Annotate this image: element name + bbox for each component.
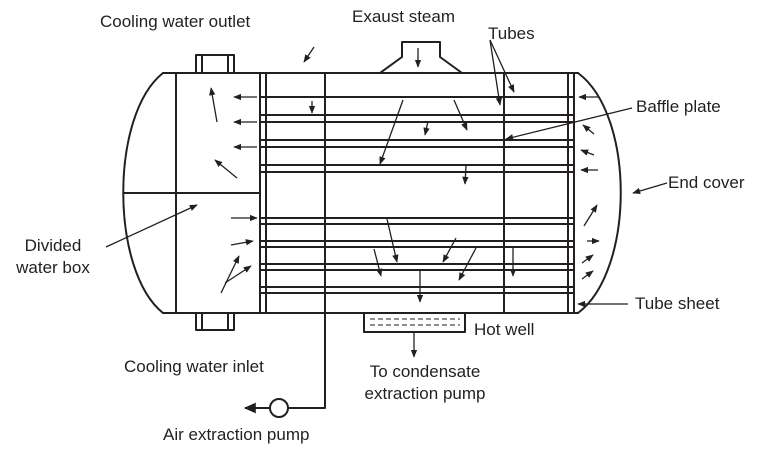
label-tubes: Tubes (488, 24, 535, 43)
right-end-cover (577, 72, 622, 314)
air-extraction-line (288, 312, 326, 409)
label-baffle-plate: Baffle plate (636, 97, 721, 116)
label-divided-water-box-line2: water box (16, 258, 90, 277)
cooling-water-outlet-nozzle (195, 54, 235, 74)
flow-arrows (105, 39, 668, 358)
upper-tubes (259, 96, 575, 173)
label-end-cover: End cover (668, 173, 745, 192)
cooling-water-inlet-nozzle (195, 312, 235, 331)
label-tube-sheet: Tube sheet (635, 294, 720, 313)
label-to-condensate-line1: To condensate (369, 362, 481, 381)
label-exhaust-steam: Exaust steam (352, 7, 455, 26)
label-hot-well: Hot well (474, 320, 535, 339)
hot-well (363, 312, 466, 333)
label-divided-water-box-line1: Divided (24, 236, 82, 255)
exhaust-steam-inlet (379, 41, 463, 74)
label-air-extraction-pump: Air extraction pump (163, 425, 310, 444)
label-to-condensate-line2: extraction pump (364, 384, 486, 403)
air-extraction-pump (269, 398, 289, 418)
hot-well-water (370, 318, 460, 326)
lower-tubes (259, 217, 575, 294)
label-cooling-water-outlet: Cooling water outlet (100, 12, 251, 31)
label-cooling-water-inlet: Cooling water inlet (124, 357, 264, 376)
